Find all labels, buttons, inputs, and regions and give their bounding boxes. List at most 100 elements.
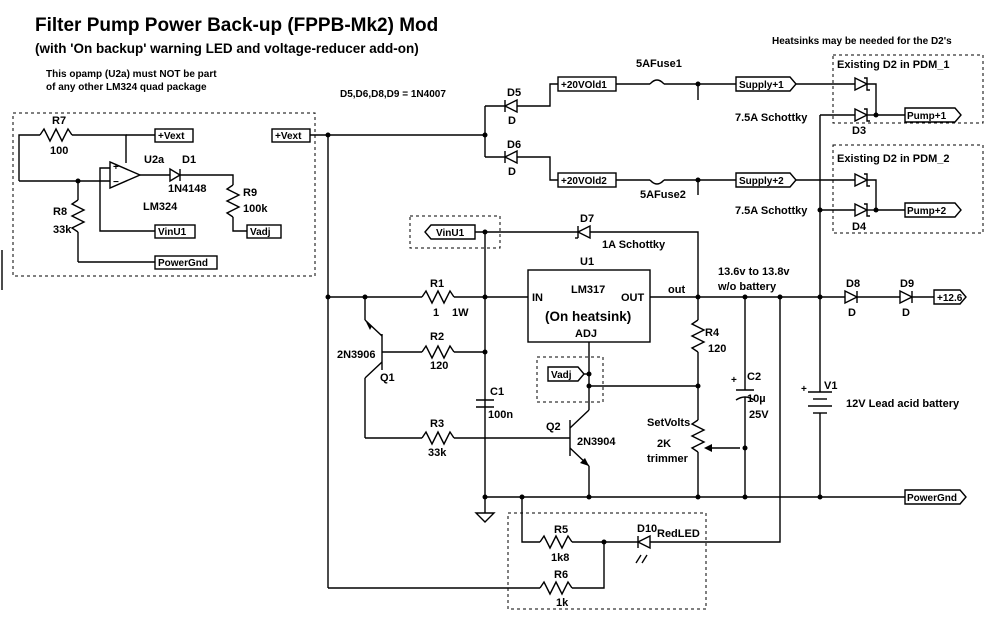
port-powergnd-1 (154, 255, 218, 270)
r1-label: R1 (430, 278, 444, 290)
d4-label: D4 (852, 221, 867, 233)
resistor-r6 (539, 580, 573, 596)
svg-text:OUT: OUT (621, 292, 645, 304)
r3-label: R3 (430, 418, 444, 430)
r5-value: 1k8 (551, 552, 569, 564)
port-supply-1 (735, 76, 797, 92)
port-vinu1-1 (154, 224, 196, 239)
pdm1-box (832, 54, 984, 124)
svg-text:+: + (113, 162, 119, 173)
note-schottky-2: 7.5A Schottky (735, 205, 808, 217)
note-schottky-1: 7.5A Schottky (735, 112, 808, 124)
note-diodes: D5,D6,D8,D9 = 1N4007 (340, 89, 446, 100)
q2-label: Q2 (546, 421, 561, 433)
diode-d6 (503, 149, 518, 165)
svg-text:−: − (113, 177, 119, 188)
c2-value2: 25V (749, 409, 769, 421)
regulator-u1 (527, 269, 651, 343)
d10-value: RedLED (657, 528, 700, 540)
d7-value: 1A Schottky (602, 239, 666, 251)
svg-text:PowerGnd: PowerGnd (158, 258, 208, 269)
svg-text:IN: IN (532, 292, 543, 304)
page-title: Filter Pump Power Back-up (FPPB-Mk2) Mod (35, 15, 438, 36)
u2a-label: U2a (144, 154, 165, 166)
diode-d7 (576, 224, 591, 240)
resistor-r8 (70, 199, 86, 233)
diode-d3 (854, 107, 869, 123)
r5-label: R5 (554, 524, 568, 536)
d3-label: D3 (852, 125, 866, 137)
resistor-r4 (690, 319, 706, 353)
fuse-2 (649, 179, 665, 185)
pdm2-label: Existing D2 in PDM_2 (837, 153, 949, 165)
diode-d2-pdm2 (854, 172, 869, 188)
diode-d5 (503, 98, 518, 114)
d9-label: D9 (900, 278, 914, 290)
svg-text:Supply+1: Supply+1 (739, 80, 784, 91)
resistor-r9 (225, 184, 241, 218)
out-label: out (668, 284, 685, 296)
note-opamp-2: of any other LM324 quad package (46, 82, 207, 93)
page-subtitle: (with 'On backup' warning LED and voltag… (35, 41, 419, 56)
d5-label: D5 (507, 87, 521, 99)
u2a-type: LM324 (143, 201, 178, 213)
diode-d1 (169, 167, 182, 183)
trimmer-setvolts (690, 419, 706, 453)
resistor-r7 (39, 127, 73, 143)
svg-text:Pump+2: Pump+2 (907, 206, 947, 217)
r7-label: R7 (52, 115, 66, 127)
u1-heatsink: (On heatsink) (545, 309, 631, 324)
vadj-box (536, 356, 604, 403)
note-output-v1: 13.6v to 13.8v (718, 266, 790, 278)
d5-value: D (508, 115, 516, 127)
r6-label: R6 (554, 569, 568, 581)
r6-value: 1k (556, 597, 569, 609)
resistor-r1 (421, 289, 455, 305)
q2-type: 2N3904 (577, 436, 616, 448)
opamp-u2a (109, 160, 142, 190)
diode-d2-pdm1 (854, 76, 869, 92)
r4-label: R4 (705, 327, 720, 339)
u1-label: U1 (580, 256, 594, 268)
svg-text:+Vext: +Vext (275, 131, 302, 142)
ground-symbol (474, 512, 496, 523)
c2-value1: 10µ (747, 393, 766, 405)
r7-value: 100 (50, 145, 68, 157)
svg-text:Pump+1: Pump+1 (907, 111, 947, 122)
r9-value: 100k (243, 203, 268, 215)
svg-text:Vadj: Vadj (250, 227, 271, 238)
d1-label: D1 (182, 154, 196, 166)
r8-label: R8 (53, 206, 67, 218)
port-vext-1 (154, 128, 194, 143)
q1-label: Q1 (380, 372, 395, 384)
svg-text:+Vext: +Vext (158, 131, 185, 142)
r1-value: 1 (433, 307, 439, 319)
port-12v (933, 289, 967, 305)
svg-text:+: + (801, 384, 807, 395)
svg-text:Supply+2: Supply+2 (739, 176, 784, 187)
fuse1-label: 5AFuse1 (636, 58, 682, 70)
port-powergnd-2 (904, 489, 967, 505)
r3-value: 33k (428, 447, 447, 459)
svg-text:Vadj: Vadj (551, 370, 572, 381)
d8-label: D8 (846, 278, 860, 290)
vinu1-box (409, 215, 501, 249)
resistor-r5 (539, 534, 573, 550)
q1-type: 2N3906 (337, 349, 376, 361)
diode-d4 (854, 202, 869, 218)
r9-label: R9 (243, 187, 257, 199)
v1-label: V1 (824, 380, 837, 392)
c1-label: C1 (490, 386, 504, 398)
setvolts-label: SetVolts (647, 417, 690, 429)
trim-value: 2K (657, 438, 671, 450)
port-vadj-1 (246, 224, 282, 239)
d7-label: D7 (580, 213, 594, 225)
note-opamp-1: This opamp (U2a) must NOT be part (46, 69, 217, 80)
port-vadj-2 (547, 366, 585, 382)
note-output-v2: w/o battery (717, 281, 777, 293)
r4-value: 120 (708, 343, 726, 355)
r2-label: R2 (430, 331, 444, 343)
d6-value: D (508, 166, 516, 178)
port-supply-2 (735, 172, 797, 188)
